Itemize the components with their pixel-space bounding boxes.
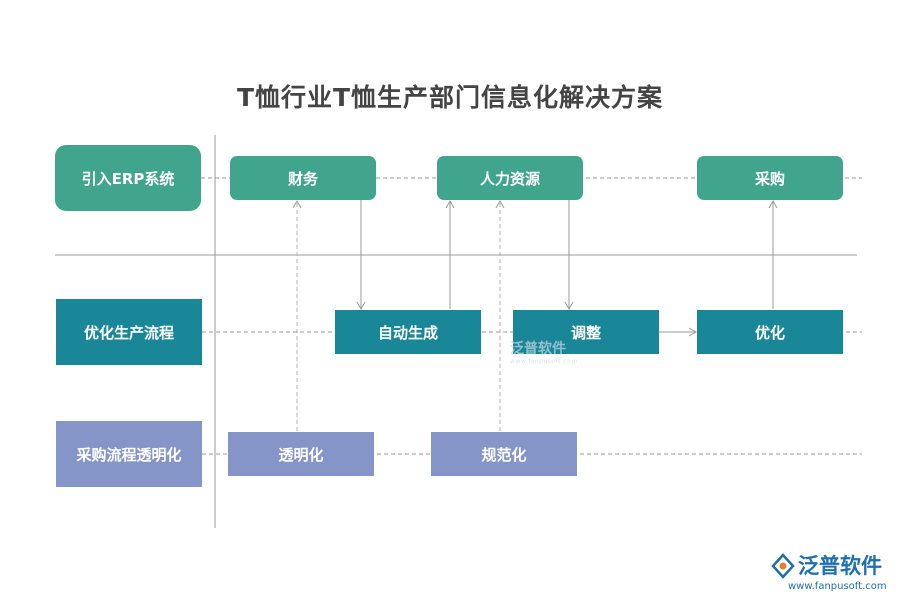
row-label-erp: 引入ERP系统 bbox=[55, 145, 201, 211]
logo-text: 泛普软件 bbox=[798, 553, 882, 578]
box-purchase: 采购 bbox=[697, 156, 843, 200]
brand-logo: 泛普软件 bbox=[770, 553, 882, 579]
diagram-title: T恤行业T恤生产部门信息化解决方案 bbox=[236, 83, 664, 112]
box-optimize: 优化 bbox=[697, 310, 843, 354]
watermark-url: www.fanpusoft.com bbox=[510, 358, 578, 365]
box-finance: 财务 bbox=[230, 156, 376, 200]
row-label-process: 优化生产流程 bbox=[56, 299, 202, 365]
row-label-procurement: 采购流程透明化 bbox=[56, 421, 202, 487]
box-auto-generate: 自动生成 bbox=[335, 310, 481, 354]
watermark: 泛普软件 www.fanpusoft.com bbox=[510, 338, 578, 365]
logo-url: www.fanpusoft.com bbox=[788, 581, 887, 592]
logo-icon bbox=[770, 553, 796, 579]
box-transparent: 透明化 bbox=[228, 432, 374, 476]
box-standardize: 规范化 bbox=[431, 432, 577, 476]
box-hr: 人力资源 bbox=[437, 156, 583, 200]
watermark-text: 泛普软件 bbox=[510, 341, 566, 357]
box-adjust: 调整 bbox=[513, 310, 659, 354]
